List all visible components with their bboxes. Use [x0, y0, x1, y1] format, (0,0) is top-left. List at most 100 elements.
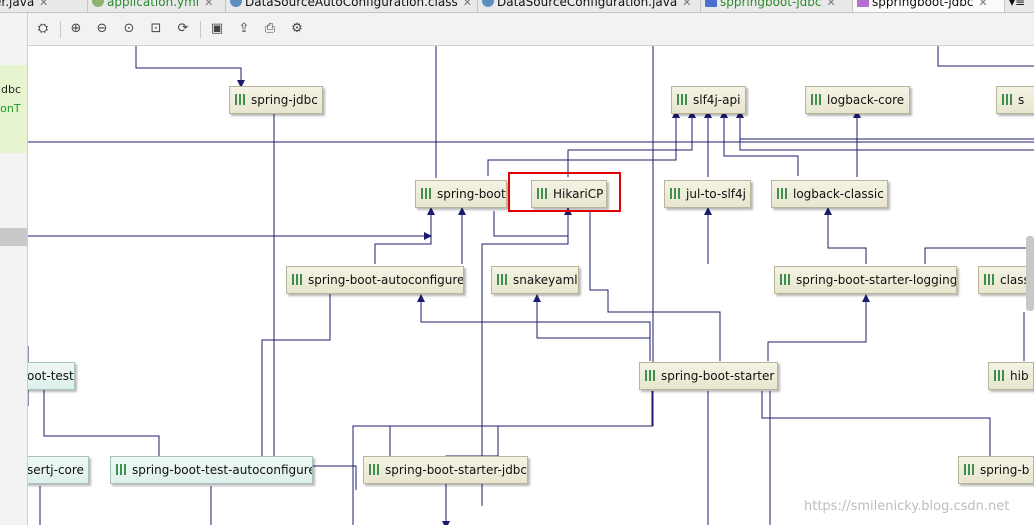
- node-label: spring-boot-autoconfigure: [308, 273, 464, 287]
- watermark-text: https://smilenicky.blog.csdn.net: [804, 499, 1010, 514]
- tab-er-java[interactable]: er.java ✕: [0, 0, 88, 12]
- tab-label: sppringboot-jdbc: [720, 0, 822, 9]
- tab-label: er.java: [0, 0, 35, 9]
- yml-icon: [92, 0, 104, 7]
- node-jul-to-slf4j[interactable]: jul-to-slf4j: [664, 180, 751, 208]
- node-label: spring-jdbc: [251, 93, 318, 107]
- selected-item-highlight: [0, 65, 27, 153]
- tab-label: DataSourceConfiguration.java: [497, 0, 678, 9]
- tab-label: DataSourceAutoConfiguration.class: [245, 0, 458, 9]
- node-hikaricp[interactable]: HikariCP: [531, 180, 607, 208]
- close-icon[interactable]: ✕: [204, 0, 214, 9]
- node-label: spring-boot-starter-logging: [796, 273, 957, 287]
- class-icon: [482, 0, 494, 7]
- node-logback-classic[interactable]: logback-classic: [771, 180, 888, 208]
- tab-label: application.yml: [107, 0, 200, 9]
- project-item-label[interactable]: cationT: [0, 102, 21, 115]
- maven-library-icon: [811, 94, 823, 105]
- node-spring-boot-starter[interactable]: spring-boot-starter: [639, 362, 778, 390]
- diagram-icon: [857, 0, 869, 7]
- maven-library-icon: [235, 94, 247, 105]
- dependency-diagram[interactable]: spring-jdbc slf4j-api logback-core s spr…: [28, 46, 1034, 525]
- project-panel-strip: jdbc cationT: [0, 13, 28, 525]
- node-partial-class[interactable]: class: [978, 266, 1034, 294]
- actual-size-icon[interactable]: ⊙: [123, 21, 135, 36]
- tab-label: sppringboot-jdbc: [872, 0, 974, 9]
- node-label: sertj-core: [28, 463, 84, 477]
- dependency-edges: [28, 46, 1034, 525]
- maven-library-icon: [994, 370, 1006, 381]
- node-label: class: [1000, 273, 1030, 287]
- apply-layout-icon[interactable]: ⟳: [177, 21, 189, 36]
- maven-library-icon: [780, 274, 792, 285]
- print-icon[interactable]: ⎙: [264, 21, 276, 36]
- node-spring-jdbc[interactable]: spring-jdbc: [229, 86, 323, 114]
- node-label: jul-to-slf4j: [686, 187, 746, 201]
- node-slf4j-api[interactable]: slf4j-api: [671, 86, 746, 114]
- fit-content-icon[interactable]: ⊡: [150, 21, 162, 36]
- tab-sppringboot-jdbc-module[interactable]: sppringboot-jdbc ✕: [701, 0, 853, 12]
- node-label: oot-test: [28, 369, 74, 383]
- node-logback-core[interactable]: logback-core: [805, 86, 910, 114]
- node-spring-boot-autoconfigure[interactable]: spring-boot-autoconfigure: [286, 266, 464, 294]
- toolbar-separator: [60, 21, 61, 38]
- close-icon[interactable]: ✕: [682, 0, 692, 9]
- node-snakeyaml[interactable]: snakeyaml: [491, 266, 579, 294]
- maven-library-icon: [369, 464, 381, 475]
- tab-list-icon[interactable]: ▾≡: [1009, 0, 1026, 9]
- maven-library-icon: [1002, 94, 1014, 105]
- node-spring-boot[interactable]: spring-boot: [415, 180, 507, 208]
- node-label: HikariCP: [553, 187, 604, 201]
- node-label: slf4j-api: [693, 93, 741, 107]
- vertical-scrollbar[interactable]: [1026, 236, 1034, 311]
- node-label: logback-classic: [793, 187, 884, 201]
- tab-application-yml[interactable]: application.yml ✕: [88, 0, 226, 12]
- close-icon[interactable]: ✕: [462, 0, 472, 9]
- zoom-out-icon[interactable]: ⊖: [96, 21, 108, 36]
- node-spring-boot-test-autoconfigure[interactable]: spring-boot-test-autoconfigure: [110, 456, 313, 484]
- maven-library-icon: [292, 274, 304, 285]
- editor-tab-bar: er.java ✕ application.yml ✕ DataSourceAuto…: [0, 0, 1034, 13]
- node-label: spring-boot-test-autoconfigure: [132, 463, 313, 477]
- node-label: s: [1018, 93, 1025, 107]
- class-icon: [230, 0, 242, 7]
- node-spring-boot-test[interactable]: oot-test: [28, 362, 75, 390]
- node-label: hib: [1010, 369, 1029, 383]
- zoom-in-icon[interactable]: ⊕: [70, 21, 82, 36]
- maven-library-icon: [421, 188, 433, 199]
- node-label: spring-b: [980, 463, 1030, 477]
- settings-icon[interactable]: ⚙: [291, 21, 303, 36]
- tab-sppringboot-jdbc-diagram[interactable]: sppringboot-jdbc ✕: [853, 0, 1005, 12]
- node-partial-spring-b[interactable]: spring-b: [958, 456, 1034, 484]
- tab-datasourceautoconfiguration[interactable]: DataSourceAutoConfiguration.class ✕: [226, 0, 478, 12]
- maven-library-icon: [670, 188, 682, 199]
- maven-library-icon: [116, 464, 128, 475]
- save-icon[interactable]: ▣: [210, 21, 224, 36]
- diagram-toolbar: ⛭ ⊕ ⊖ ⊙ ⊡ ⟳ ▣ ⇪ ⎙ ⚙: [28, 13, 1034, 46]
- toolbar-separator: [200, 21, 201, 38]
- node-partial-top-right[interactable]: s: [996, 86, 1034, 114]
- maven-library-icon: [497, 274, 509, 285]
- close-icon[interactable]: ✕: [826, 0, 836, 9]
- node-spring-boot-starter-logging[interactable]: spring-boot-starter-logging: [774, 266, 957, 294]
- module-icon: [705, 0, 717, 7]
- node-partial-hib[interactable]: hib: [988, 362, 1034, 390]
- export-icon[interactable]: ⇪: [238, 21, 250, 36]
- maven-library-icon: [777, 188, 789, 199]
- node-assertj-core[interactable]: sertj-core: [28, 456, 89, 484]
- project-item-label[interactable]: jdbc: [0, 83, 22, 96]
- maven-library-icon: [964, 464, 976, 475]
- close-icon[interactable]: ✕: [978, 0, 988, 9]
- close-icon[interactable]: ✕: [39, 0, 49, 9]
- layout-icon[interactable]: ⛭: [37, 21, 49, 36]
- node-label: spring-boot: [437, 187, 506, 201]
- node-spring-boot-starter-jdbc[interactable]: spring-boot-starter-jdbc: [363, 456, 528, 484]
- node-label: snakeyaml: [513, 273, 578, 287]
- maven-library-icon: [984, 274, 996, 285]
- maven-library-icon: [645, 370, 657, 381]
- selection-highlight: [508, 172, 621, 212]
- node-label: spring-boot-starter: [661, 369, 775, 383]
- panel-divider: [0, 228, 27, 246]
- tab-datasourceconfiguration[interactable]: DataSourceConfiguration.java ✕: [478, 0, 701, 12]
- maven-library-icon: [537, 188, 549, 199]
